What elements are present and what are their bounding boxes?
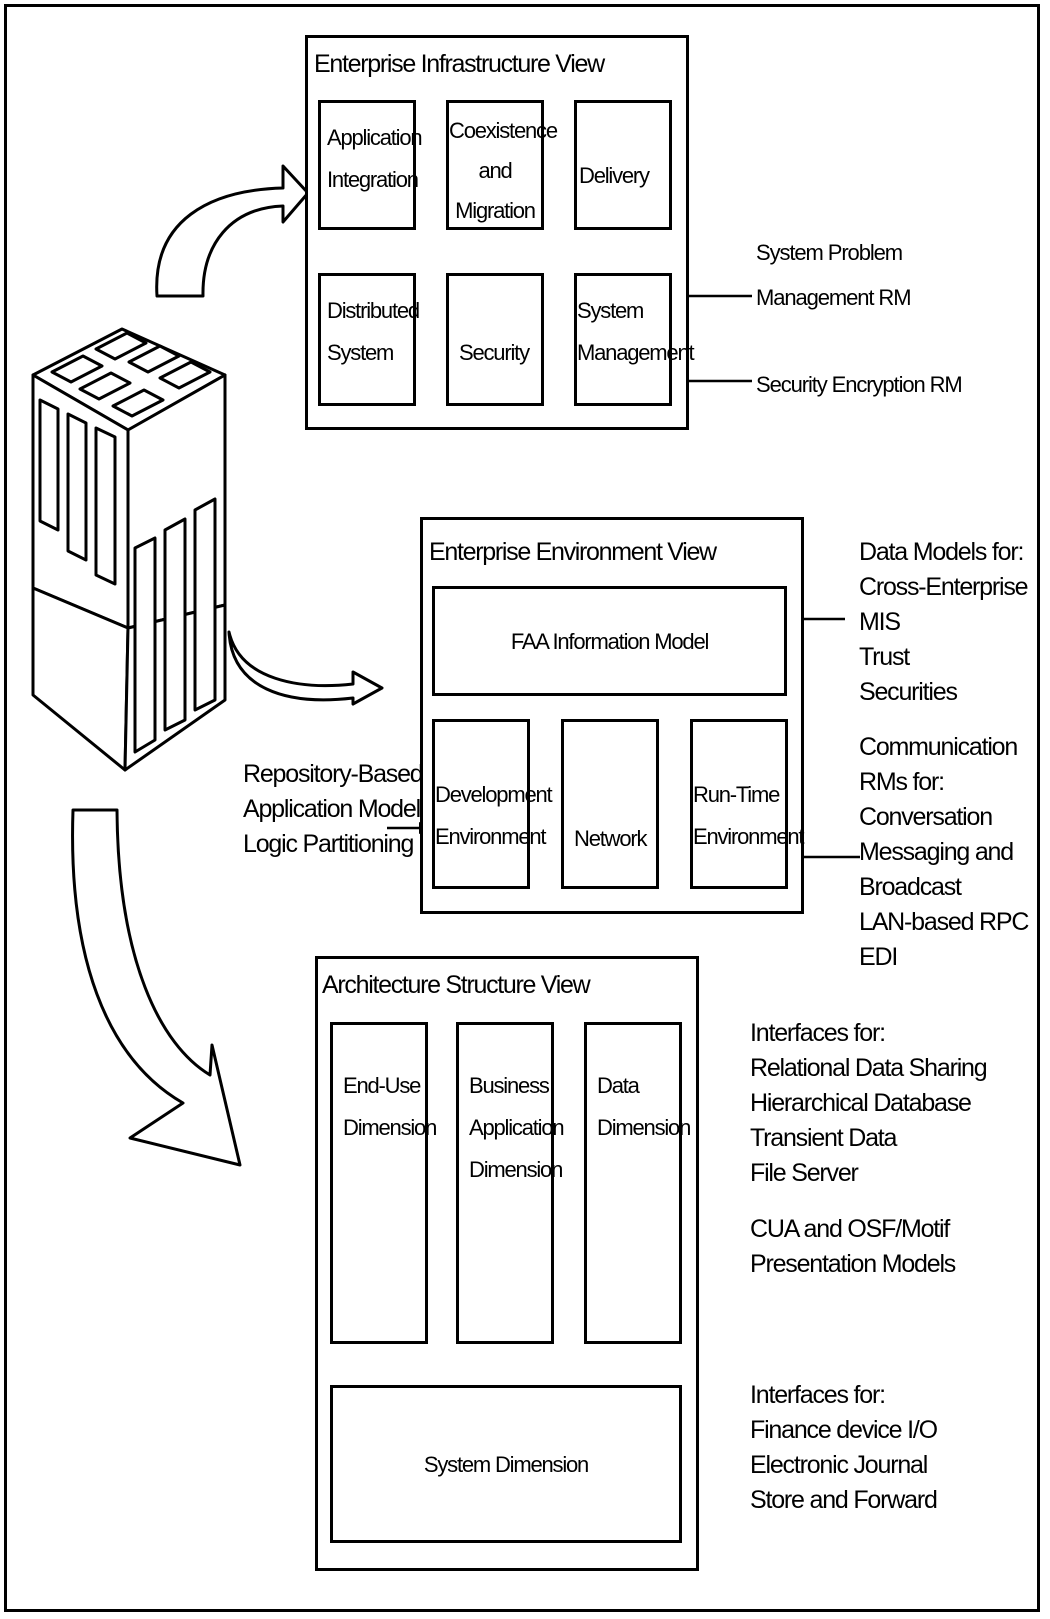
coexistence-migration-label: Coexistence and Migration [449,111,541,231]
run-time-environment-label: Run-Time Environment [693,774,803,858]
security-encryption-rm-note: Security Encryption RM [756,362,962,407]
curved-arrow-middle [229,632,382,704]
run-time-environment-box: Run-Time Environment [690,719,788,889]
data-models-note: Data Models for: Cross-Enterprise MIS Tr… [859,535,1027,710]
security-box: Security [446,273,544,406]
development-environment-label: Development Environment [435,774,551,858]
system-management-label: System Management [577,290,693,374]
end-use-dimension-box: End-Use Dimension [330,1022,428,1344]
delivery-label: Delivery [579,155,649,197]
repository-model-note: Repository-Based Application Model Logic… [243,757,423,862]
system-dimension-label: System Dimension [333,1444,679,1486]
system-dimension-box: System Dimension [330,1385,682,1543]
application-integration-label: Application Integration [327,117,421,201]
end-use-dimension-label: End-Use Dimension [343,1065,436,1149]
communication-rms-note: Communication RMs for: Conversation Mess… [859,730,1028,975]
development-environment-box: Development Environment [432,719,530,889]
curved-arrow-bottom [73,810,240,1165]
application-integration-box: Application Integration [318,100,416,230]
data-dimension-label: Data Dimension [597,1065,690,1149]
business-application-dimension-box: Business Application Dimension [456,1022,554,1344]
presentation-models-note: CUA and OSF/Motif Presentation Models [750,1212,955,1282]
curved-arrow-top [157,166,308,296]
faa-information-model-box: FAA Information Model [432,586,787,696]
environment-view-title: Enterprise Environment View [429,538,716,567]
building-icon [33,329,225,770]
network-label: Network [574,818,646,860]
coexistence-migration-box: Coexistence and Migration [446,100,544,230]
network-box: Network [561,719,659,889]
security-label: Security [459,332,529,374]
business-application-dimension-label: Business Application Dimension [469,1065,563,1191]
delivery-box: Delivery [574,100,672,230]
device-interfaces-note: Interfaces for: Finance device I/O Elect… [750,1378,937,1518]
data-interfaces-note: Interfaces for: Relational Data Sharing … [750,1016,986,1191]
system-management-box: System Management [574,273,672,406]
faa-information-model-label: FAA Information Model [435,621,784,663]
data-dimension-box: Data Dimension [584,1022,682,1344]
distributed-system-box: Distributed System [318,273,416,406]
architecture-view-title: Architecture Structure View [322,971,589,1000]
system-problem-rm-note: System Problem Management RM [756,230,910,320]
infrastructure-view-title: Enterprise Infrastructure View [314,50,604,79]
distributed-system-label: Distributed System [327,290,419,374]
